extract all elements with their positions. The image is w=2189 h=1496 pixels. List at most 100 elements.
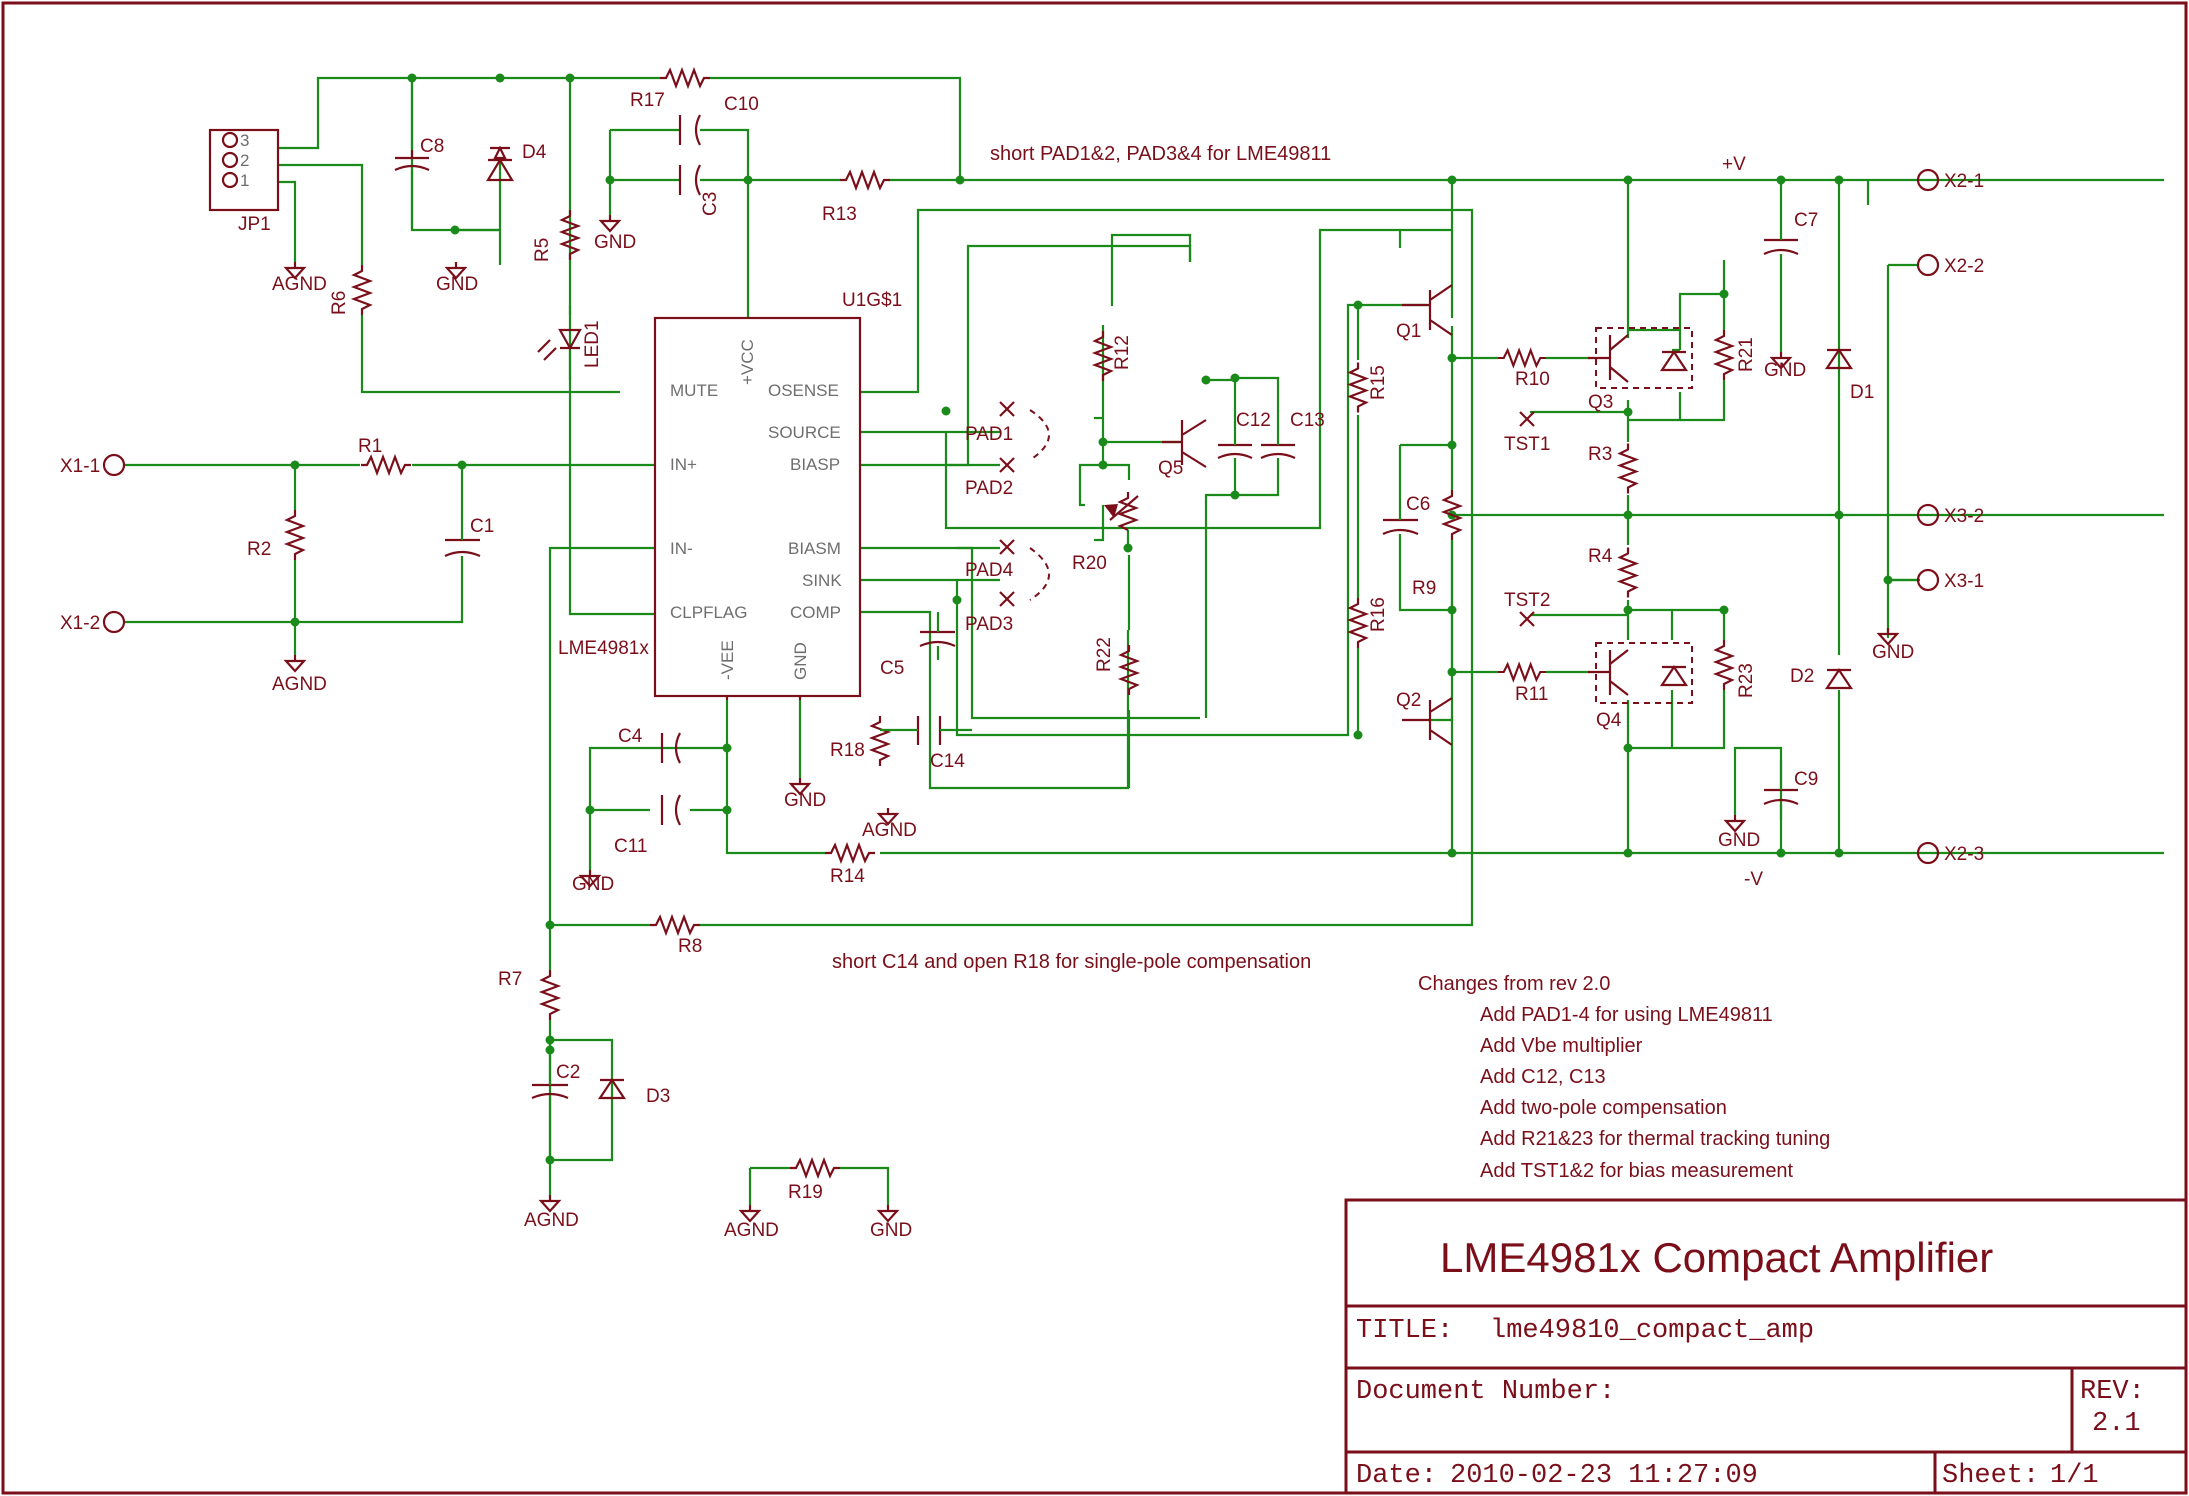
pin-source: SOURCE [768, 423, 841, 442]
label-gnd-c3: GND [594, 232, 636, 253]
ref-r3: R3 [1588, 444, 1612, 465]
connector-x1-1: X1-1 [60, 456, 100, 477]
ic-ref: U1G$1 [842, 290, 902, 311]
ref-r16: R16 [1368, 597, 1389, 632]
jp1-pin3: 3 [240, 131, 249, 150]
ref-d3: D3 [646, 1086, 670, 1107]
change-item: Add R21&23 for thermal tracking tuning [1480, 1128, 1830, 1150]
change-item: Add two-pole compensation [1480, 1097, 1727, 1119]
connector-x3-2: X3-2 [1944, 506, 1984, 527]
ref-r22: R22 [1094, 637, 1115, 672]
ref-c1: C1 [470, 516, 494, 537]
ref-c13: C13 [1290, 410, 1325, 431]
date-value: 2010-02-23 11:27:09 [1450, 1461, 1758, 1491]
ref-r5: R5 [532, 238, 553, 262]
ref-r2: R2 [247, 539, 271, 560]
jp1-header: 3 2 1 JP1 [208, 128, 280, 235]
ref-r11: R11 [1515, 684, 1548, 705]
pin-in-minus: IN- [670, 539, 693, 558]
ref-r4: R4 [1588, 546, 1613, 567]
ref-pad1: PAD1 [965, 424, 1013, 445]
q3-thermal-box [1595, 327, 1693, 389]
ref-tst1: TST1 [1504, 434, 1550, 455]
label-agnd-r7: AGND [524, 1210, 579, 1231]
ref-q2: Q2 [1396, 690, 1421, 711]
ref-q5: Q5 [1158, 458, 1183, 479]
connector-x2-3: X2-3 [1944, 844, 1984, 865]
ref-d4: D4 [522, 142, 547, 163]
change-item: Add Vbe multiplier [1480, 1035, 1643, 1057]
r20-trimmer [1094, 492, 1140, 542]
ref-q3: Q3 [1588, 392, 1613, 413]
ref-c7: C7 [1794, 210, 1818, 231]
change-item: Add PAD1-4 for using LME49811 [1480, 1004, 1773, 1026]
pin-vcc: +VCC [738, 339, 757, 385]
ref-c6: C6 [1406, 494, 1430, 515]
jp1-label: JP1 [238, 214, 271, 235]
pads [999, 401, 1535, 627]
ref-r9: R9 [1412, 578, 1436, 599]
diodes [486, 145, 1854, 1100]
pin-osense: OSENSE [768, 381, 839, 400]
ref-c4: C4 [618, 726, 643, 747]
rev-label: REV: [2080, 1377, 2145, 1407]
title-block: LME4981x Compact Amplifier TITLE: lme498… [1344, 1198, 2188, 1495]
transistors [1162, 284, 1629, 746]
pin-biasm: BIASM [788, 539, 841, 558]
label-gnd-c8: GND [436, 274, 478, 295]
connector-x2-1: X2-1 [1944, 171, 1984, 192]
ref-r1: R1 [358, 436, 382, 457]
ref-r8: R8 [678, 936, 702, 957]
ref-pad3: PAD3 [965, 614, 1013, 635]
jp1-pin1: 1 [240, 171, 249, 190]
ref-pad2: PAD2 [965, 478, 1013, 499]
capacitors [394, 114, 1799, 1100]
sheet-label: Sheet: [1942, 1461, 2039, 1491]
date-label: Date: [1356, 1461, 1437, 1491]
junctions [290, 73, 1893, 1165]
net-vminus: -V [1744, 869, 1763, 890]
changes-title: Changes from rev 2.0 [1418, 973, 1610, 995]
connector-circles [102, 168, 1940, 865]
ref-r12: R12 [1112, 335, 1133, 370]
ref-r20: R20 [1072, 553, 1107, 574]
label-gnd-r19: GND [870, 1220, 912, 1241]
ref-c2: C2 [556, 1062, 580, 1083]
change-item: Add TST1&2 for bias measurement [1480, 1160, 1794, 1182]
connector-x2-2: X2-2 [1944, 256, 1984, 277]
pin-biasp: BIASP [790, 455, 840, 474]
pin-vee: -VEE [718, 640, 737, 680]
label-gnd-c7: GND [1764, 360, 1806, 381]
ref-r15: R15 [1368, 365, 1389, 400]
ref-c12: C12 [1236, 410, 1271, 431]
ref-c11: C11 [614, 836, 647, 857]
wires [124, 76, 2164, 1205]
label-agnd-r19: AGND [724, 1220, 779, 1241]
ref-c9: C9 [1794, 769, 1818, 790]
pin-sink: SINK [802, 571, 842, 590]
label-gnd-c9: GND [1718, 830, 1760, 851]
ref-r10: R10 [1515, 369, 1550, 390]
label-gnd-ic: GND [784, 790, 826, 811]
rev-value: 2.1 [2092, 1409, 2141, 1439]
net-vplus: +V [1722, 154, 1746, 175]
docnum-label: Document Number: [1356, 1377, 1615, 1407]
pin-gnd: GND [791, 642, 810, 680]
ic-value: LME4981x [558, 638, 649, 659]
ref-r14: R14 [830, 866, 865, 887]
connector-x1-2: X1-2 [60, 613, 100, 634]
ref-q1: Q1 [1396, 321, 1421, 342]
label-gnd-c11: GND [572, 874, 614, 895]
connector-x3-1: X3-1 [1944, 571, 1984, 592]
pin-in-plus: IN+ [670, 455, 697, 474]
pin-clpflag: CLPFLAG [670, 603, 747, 622]
ref-c5: C5 [880, 658, 904, 679]
ref-r6: R6 [329, 291, 350, 315]
ref-q4: Q4 [1596, 710, 1622, 731]
ref-c14: C14 [930, 751, 965, 772]
ref-c8: C8 [420, 136, 444, 157]
ref-r19: R19 [788, 1182, 823, 1203]
label-agnd-in: AGND [272, 674, 327, 695]
label-gnd-x3: GND [1872, 642, 1914, 663]
jp1-pin2: 2 [240, 151, 249, 170]
